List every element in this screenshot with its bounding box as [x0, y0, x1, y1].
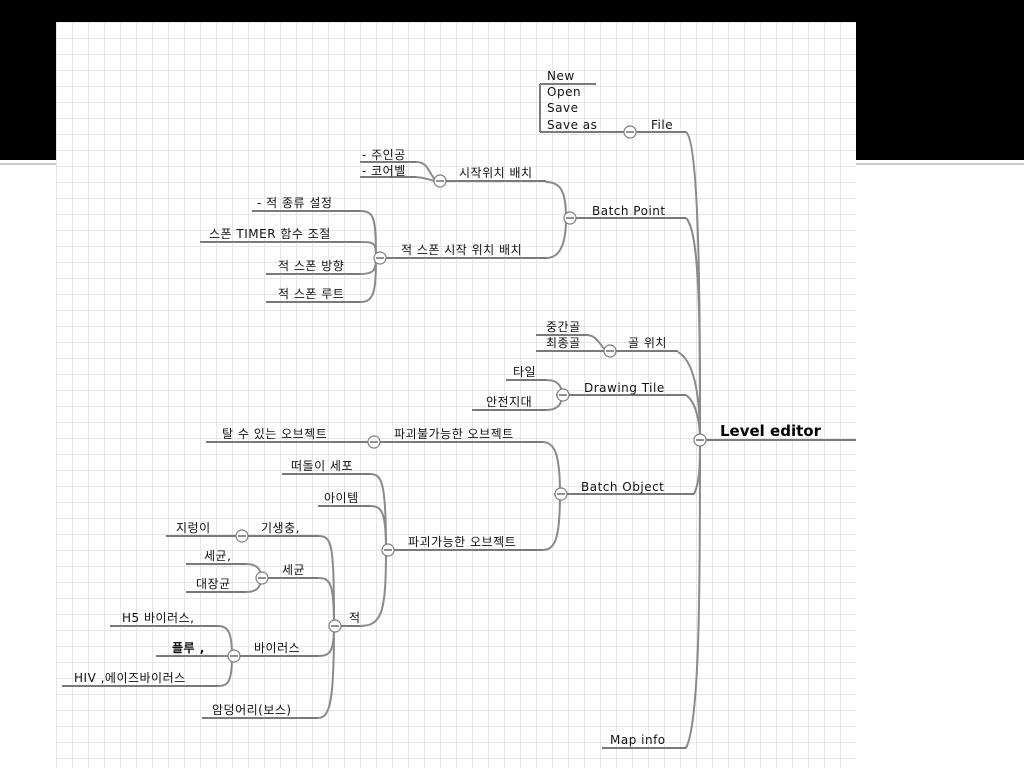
destructible-item-item[interactable]: 아이템 — [324, 491, 359, 505]
tile-item-tile[interactable]: 타일 — [513, 365, 537, 379]
goal-collapse-icon[interactable] — [603, 344, 617, 358]
virus-item-flu[interactable]: 플루 , — [172, 641, 205, 655]
parasite-node[interactable]: 기생충, — [261, 521, 300, 535]
start-pos-collapse-icon[interactable] — [433, 174, 447, 188]
branch-underlines — [540, 131, 856, 749]
start-pos-item-hero[interactable]: - 주인공 — [362, 148, 406, 162]
enemy-spawn-item-route[interactable]: 적 스폰 루트 — [278, 287, 345, 301]
drawing-tile-collapse-icon[interactable] — [556, 388, 570, 402]
enemy-spawn-item-type[interactable]: - 적 종류 설정 — [257, 196, 333, 210]
root-collapse-icon[interactable] — [693, 433, 707, 447]
boss-node[interactable]: 암덩어리(보스) — [212, 703, 292, 717]
enemy-node[interactable]: 적 — [349, 611, 361, 625]
batch-object-connectors — [62, 441, 561, 719]
virus-collapse-icon[interactable] — [227, 649, 241, 663]
enemy-collapse-icon[interactable] — [328, 619, 342, 633]
batch-object-collapse-icon[interactable] — [554, 487, 568, 501]
enemy-spawn-item-direction[interactable]: 적 스폰 방향 — [278, 259, 345, 273]
root-node-level-editor[interactable]: Level editor — [720, 422, 821, 440]
goal-item-mid[interactable]: 중간골 — [546, 320, 581, 334]
parasite-collapse-icon[interactable] — [235, 529, 249, 543]
destructible-collapse-icon[interactable] — [381, 543, 395, 557]
virus-item-hiv[interactable]: HIV ,에이즈바이러스 — [74, 671, 186, 685]
enemy-spawn-item-timer[interactable]: 스폰 TIMER 함수 조절 — [209, 227, 331, 241]
indestructible-collapse-icon[interactable] — [367, 435, 381, 449]
goal-item-final[interactable]: 최종골 — [546, 336, 581, 350]
tile-item-safezone[interactable]: 안전지대 — [486, 395, 533, 409]
file-item-save[interactable]: Save — [547, 101, 579, 115]
branch-batch-object[interactable]: Batch Object — [581, 480, 665, 494]
bacteria-item-ecoli[interactable]: 대장균 — [196, 577, 231, 591]
branch-map-info[interactable]: Map info — [610, 733, 666, 747]
indestructible-node[interactable]: 파괴불가능한 오브젝트 — [394, 427, 514, 441]
file-item-new[interactable]: New — [547, 69, 575, 83]
branch-goal-pos[interactable]: 골 위치 — [628, 336, 667, 350]
branch-file[interactable]: File — [651, 118, 674, 132]
file-leaf-connectors — [539, 83, 596, 132]
batch-point-collapse-icon[interactable] — [563, 211, 577, 225]
indestructible-item-rideable[interactable]: 탈 수 있는 오브젝트 — [222, 427, 328, 441]
bacteria-node[interactable]: 세균 — [282, 563, 306, 577]
virus-node[interactable]: 바이러스 — [254, 641, 301, 655]
destructible-item-cell[interactable]: 떠돌이 세포 — [291, 459, 354, 473]
branch-drawing-tile[interactable]: Drawing Tile — [584, 381, 665, 395]
parasite-item-worm[interactable]: 지렁이 — [176, 521, 211, 535]
branch-batch-point[interactable]: Batch Point — [592, 204, 666, 218]
mindmap-canvas: Level editor File New Open Save Save as … — [56, 22, 856, 768]
destructible-node[interactable]: 파괴가능한 오브젝트 — [408, 535, 517, 549]
virus-item-h5[interactable]: H5 바이러스, — [122, 611, 195, 625]
mindmap-connectors — [62, 83, 856, 749]
enemy-spawn-node[interactable]: 적 스폰 시작 위치 배치 — [401, 243, 523, 257]
enemy-spawn-collapse-icon[interactable] — [373, 251, 387, 265]
file-item-save-as[interactable]: Save as — [547, 118, 598, 132]
bacteria-collapse-icon[interactable] — [255, 571, 269, 585]
file-item-open[interactable]: Open — [547, 85, 582, 99]
file-collapse-icon[interactable] — [623, 125, 637, 139]
bacteria-item-germ[interactable]: 세균, — [204, 549, 232, 563]
start-pos-node[interactable]: 시작위치 배치 — [459, 166, 533, 180]
start-pos-item-core[interactable]: - 코어벨 — [362, 164, 406, 178]
